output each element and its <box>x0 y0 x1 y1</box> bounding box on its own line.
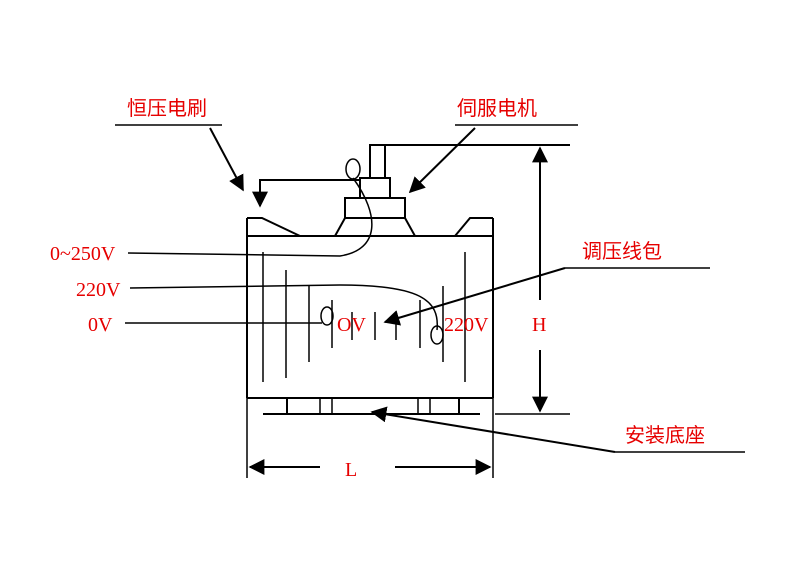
label-servo-motor: 伺服电机 <box>457 97 537 120</box>
input-220v-wire <box>129 284 438 331</box>
coil-windings <box>262 252 466 382</box>
label-zero-volt-left: 0V <box>88 314 113 336</box>
servo-motor-assembly <box>333 144 570 237</box>
dimension-height <box>495 144 570 415</box>
terminal-220v <box>430 325 444 345</box>
label-constant-voltage-brush: 恒压电刷 <box>127 97 207 120</box>
dimension-length <box>246 398 494 478</box>
brush-wiring <box>127 177 373 257</box>
label-input-220v-right: 220V <box>444 314 489 336</box>
leader-lines <box>115 124 745 453</box>
label-output-0-250v: 0~250V <box>50 243 116 265</box>
regulator-body <box>246 217 494 415</box>
label-mounting-base: 安装底座 <box>625 424 705 447</box>
terminal-0v <box>320 306 334 326</box>
label-regulating-coil: 调压线包 <box>582 240 662 263</box>
label-dimension-h: H <box>532 314 546 336</box>
label-input-220v-left: 220V <box>76 279 121 301</box>
label-dimension-l: L <box>345 459 357 481</box>
label-zero-volt-inner: OV <box>337 314 366 336</box>
